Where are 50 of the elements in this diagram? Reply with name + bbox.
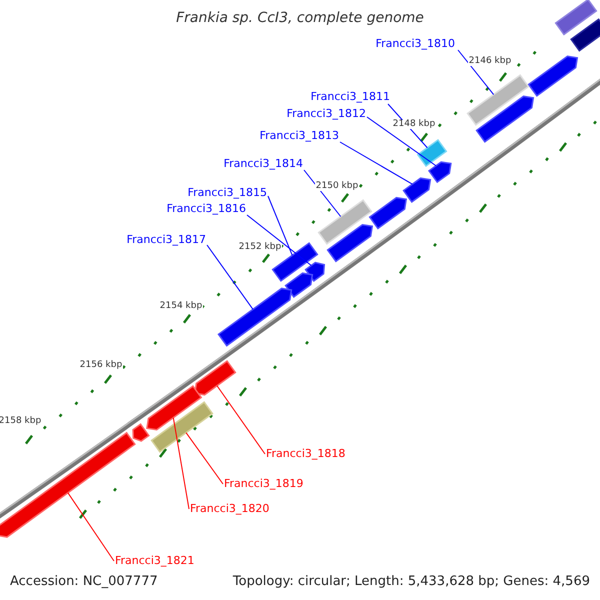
leader-line (67, 492, 114, 562)
gene-block (416, 138, 448, 168)
footer-text: Accession: NC_007777 (10, 575, 158, 588)
gene-label: Francci3_1814 (224, 158, 303, 169)
gene-label: Francci3_1810 (376, 38, 455, 49)
gene-block (466, 74, 530, 126)
leader-line (206, 244, 254, 310)
gene-label: Francci3_1812 (286, 108, 366, 119)
gene-label: Francci3_1817 (126, 234, 206, 245)
gene-block (402, 177, 432, 203)
gene-block (304, 262, 326, 282)
gene-label: Francci3_1819 (224, 478, 304, 489)
gene-label: Francci3_1820 (190, 503, 270, 514)
scale-label: 2154 kbp (159, 302, 203, 311)
leader-line (246, 214, 312, 266)
gene-label: Francci3_1816 (166, 203, 246, 214)
scale-label: 2150 kbp (315, 182, 359, 191)
gene-label: Francci3_1813 (260, 130, 339, 141)
gene-block (326, 224, 374, 262)
leader-line (216, 385, 266, 454)
map-title: Frankia sp. CcI3, complete genome (175, 11, 425, 25)
gene-block (554, 0, 598, 36)
scale-label: 2146 kbp (468, 57, 512, 66)
leader-line (340, 142, 413, 185)
leader-line (458, 50, 494, 96)
gene-label: Francci3_1811 (310, 91, 390, 102)
leader-line (186, 432, 224, 484)
gene-label: Francci3_1818 (266, 448, 346, 459)
scale-label: 2148 kbp (392, 120, 436, 129)
gene-block (146, 385, 202, 431)
gene-block (368, 196, 408, 230)
gene-block (428, 161, 452, 184)
leader-line (366, 116, 436, 166)
scale-label: 2156 kbp (79, 361, 123, 370)
leader-line (304, 170, 342, 217)
gene-block (284, 272, 314, 298)
leader-line (268, 196, 293, 256)
gene-block (318, 199, 372, 245)
gene-block (0, 432, 136, 538)
gene-block (194, 360, 236, 396)
gene-label: Francci3_1815 (188, 187, 267, 198)
gene-block (570, 18, 600, 52)
gene-block (217, 288, 292, 347)
scale-label: 2152 kbp (238, 243, 282, 252)
leader-line (172, 417, 190, 510)
gene-block (150, 401, 214, 453)
footer-text: Topology: circular; Length: 5,433,628 bp; Genes: 4,569 (232, 575, 590, 588)
gene-block (528, 56, 578, 97)
gene-block (476, 96, 534, 143)
gene-label: Francci3_1821 (115, 555, 194, 566)
